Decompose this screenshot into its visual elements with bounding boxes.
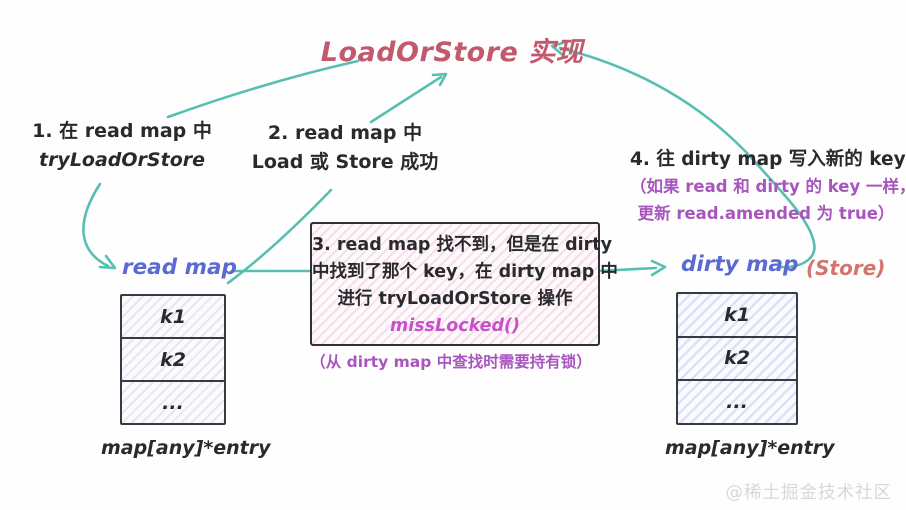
step2-annotation: 2. read map 中 Load 或 Store 成功	[250, 119, 440, 177]
read-map-row-k1: k1	[122, 296, 224, 339]
step4-line2: （如果 read 和 dirty 的 key 一样，	[630, 177, 906, 196]
step3-line3: 进行 tryLoadOrStore 操作	[337, 289, 573, 309]
read-map-row-more: ...	[122, 382, 224, 423]
step3-line2: 中找到了那个 key，在 dirty map 中	[312, 262, 618, 282]
step3-box: 3. read map 找不到，但是在 dirty 中找到了那个 key，在 d…	[310, 222, 618, 346]
line-step1-to-title	[166, 59, 360, 119]
arrow-step1-to-readmap	[82, 182, 110, 268]
store-note: (Store)	[806, 256, 886, 280]
step2-line2: Load 或 Store 成功	[251, 151, 439, 173]
read-map-label: read map	[122, 255, 237, 280]
step4-line3: 更新 read.amended 为 true）	[637, 204, 895, 223]
step1-line2: tryLoadOrStore	[38, 149, 206, 171]
read-map-caption: map[any]*entry	[101, 437, 271, 459]
arrowhead-dirtymap	[650, 259, 667, 277]
dirty-map-caption: map[any]*entry	[665, 437, 835, 459]
dirty-map-table: k1 k2 ...	[676, 292, 798, 425]
watermark: @稀土掘金技术社区	[725, 483, 892, 503]
step2-line1: 2. read map 中	[267, 122, 423, 144]
diagram-title: LoadOrStore 实现	[320, 37, 584, 68]
step3-misslocked: missLocked()	[389, 316, 521, 336]
step3-lock-note: （从 dirty map 中查找时需要持有锁）	[310, 353, 592, 371]
arrow-step2-to-title	[369, 75, 443, 124]
dirty-map-row-k2: k2	[678, 337, 796, 381]
dirty-map-label: dirty map	[681, 252, 799, 277]
arrowhead-title-from-step2	[431, 72, 448, 87]
dirty-map-row-k1: k1	[678, 294, 796, 338]
dirty-map-row-more: ...	[678, 381, 796, 423]
arrowhead-readmap	[98, 254, 117, 270]
step4-line1: 4. 往 dirty map 写入新的 key	[630, 149, 906, 170]
step1-line1: 1. 在 read map 中	[32, 120, 212, 142]
step4-annotation: 4. 往 dirty map 写入新的 key （如果 read 和 dirty…	[630, 146, 906, 227]
read-map-row-k2: k2	[122, 339, 224, 382]
step3-line1: 3. read map 找不到，但是在 dirty	[312, 235, 613, 255]
read-map-table: k1 k2 ...	[120, 294, 226, 425]
step1-annotation: 1. 在 read map 中 tryLoadOrStore	[32, 117, 212, 175]
